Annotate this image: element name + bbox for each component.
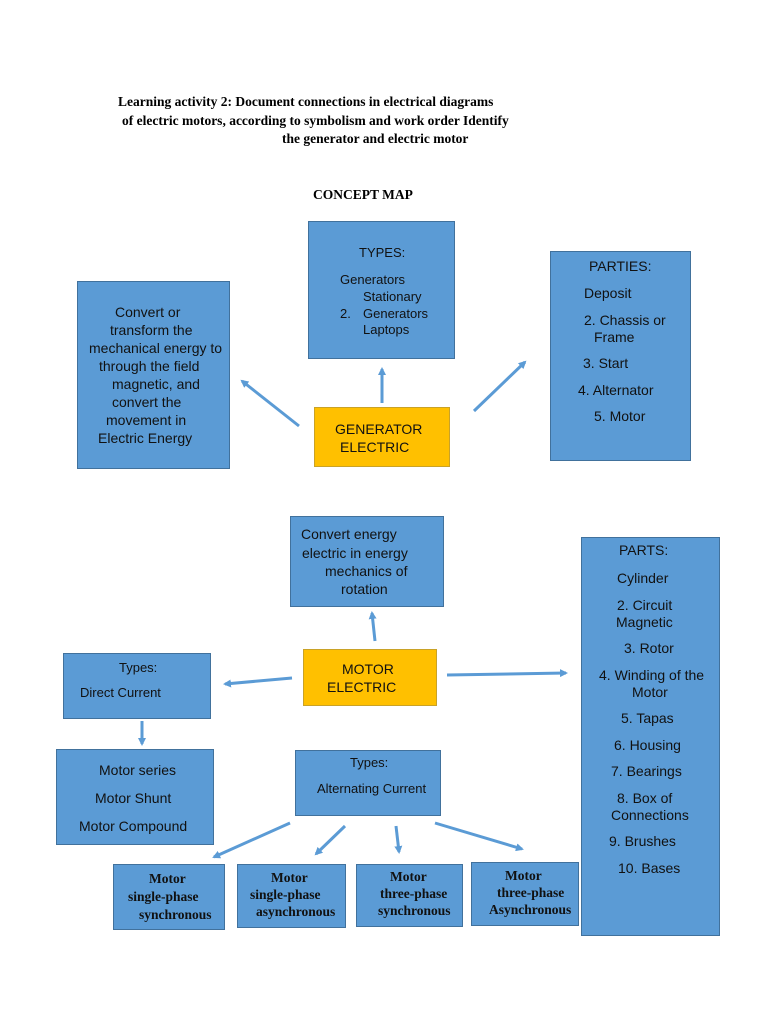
dc-motor-item: Motor Shunt: [95, 790, 172, 806]
generator-types-box: TYPES: Generators Stationary 2. Generato…: [308, 221, 455, 359]
ac-types-heading: Types:: [350, 755, 389, 770]
generator-parties-item: 2. Chassis or: [584, 312, 666, 328]
ac-kind-line: synchronous: [378, 903, 451, 918]
generator-parties-box: PARTIES: Deposit 2. Chassis or Frame 3. …: [550, 251, 691, 461]
motor-single-phase-asynchronous-box: Motor single-phase asynchronous: [237, 864, 346, 928]
arrow-generator-to-parties: [472, 360, 527, 413]
generator-definition-line: movement in: [106, 412, 187, 428]
motor-definition-box: Convert energy electric in energy mechan…: [290, 516, 444, 607]
generator-definition-line: mechanical energy to: [89, 340, 223, 356]
arrow-ac-to-single-async: [314, 824, 347, 856]
motor-three-phase-asynchronous-box: Motor three-phase Asynchronous: [471, 862, 579, 926]
motor-parts-item: 4. Winding of the: [599, 667, 705, 683]
generator-center-label: GENERATOR: [335, 421, 423, 437]
generator-types-item-number: 2.: [340, 306, 351, 321]
motor-parts-item: 2. Circuit: [617, 597, 673, 613]
motor-parts-item: Cylinder: [617, 570, 669, 586]
arrow-motor-to-dc-types: [223, 676, 293, 688]
title-line-2: of electric motors, according to symboli…: [122, 113, 509, 128]
generator-types-item: Stationary: [363, 289, 422, 304]
motor-three-phase-synchronous-box: Motor three-phase synchronous: [356, 864, 463, 927]
arrow-generator-to-definition: [240, 379, 300, 428]
ac-kind-line: single-phase: [250, 887, 321, 902]
generator-electric-box: GENERATOR ELECTRIC: [314, 407, 450, 467]
motor-parts-box: PARTS: Cylinder 2. Circuit Magnetic 3. R…: [581, 537, 720, 936]
motor-parts-item: Motor: [632, 684, 668, 700]
dc-motor-item: Motor Compound: [79, 818, 188, 834]
dc-types-value: Direct Current: [80, 685, 161, 700]
generator-parties-heading: PARTIES:: [589, 258, 652, 274]
dc-motor-item: Motor series: [99, 762, 177, 778]
arrow-motor-to-parts: [446, 669, 568, 678]
motor-center-label: MOTOR: [342, 661, 394, 677]
dc-motor-list-box: Motor series Motor Shunt Motor Compound: [56, 749, 214, 845]
generator-parties-item: 5. Motor: [594, 408, 646, 424]
ac-kind-line: Motor: [505, 868, 542, 883]
ac-kind-line: asynchronous: [256, 904, 336, 919]
title-line-1: Learning activity 2: Document connection…: [118, 94, 494, 109]
motor-parts-item: 6. Housing: [614, 737, 681, 753]
generator-parties-item: 3. Start: [583, 355, 629, 371]
motor-parts-item: 7. Bearings: [611, 763, 682, 779]
ac-kind-line: synchronous: [139, 907, 212, 922]
generator-definition-line: Convert or: [115, 304, 181, 320]
generator-parties-item: 4. Alternator: [578, 382, 654, 398]
motor-parts-item: Magnetic: [616, 614, 673, 630]
ac-types-box: Types: Alternating Current: [295, 750, 441, 816]
ac-kind-line: three-phase: [380, 886, 448, 901]
ac-kind-line: Motor: [390, 869, 427, 884]
motor-definition-line: electric in energy: [302, 545, 408, 561]
motor-single-phase-synchronous-box: Motor single-phase synchronous: [113, 864, 225, 930]
ac-kind-line: Motor: [271, 870, 308, 885]
generator-parties-item: Frame: [594, 329, 635, 345]
motor-parts-item: 3. Rotor: [624, 640, 674, 656]
generator-types-item: Generators: [363, 306, 429, 321]
motor-parts-item: 8. Box of: [617, 790, 673, 806]
title-line-3: the generator and electric motor: [282, 131, 469, 146]
motor-definition-line: Convert energy: [301, 526, 397, 542]
motor-electric-box: MOTOR ELECTRIC: [303, 649, 437, 706]
ac-kind-line: three-phase: [497, 885, 565, 900]
generator-types-item: Generators: [340, 272, 406, 287]
motor-center-label: ELECTRIC: [327, 679, 397, 695]
concept-map-label: CONCEPT MAP: [313, 187, 413, 202]
dc-types-box: Types: Direct Current: [63, 653, 211, 719]
generator-parties-item: Deposit: [584, 285, 632, 301]
dc-types-heading: Types:: [119, 660, 158, 675]
generator-definition-line: transform the: [110, 322, 193, 338]
generator-types-item: Laptops: [363, 322, 410, 337]
motor-parts-item: 9. Brushes: [609, 833, 676, 849]
generator-center-label: ELECTRIC: [340, 439, 410, 455]
ac-types-value: Alternating Current: [317, 781, 427, 796]
ac-kind-line: single-phase: [128, 889, 199, 904]
generator-definition-line: Electric Energy: [98, 430, 193, 446]
motor-parts-item: 10. Bases: [618, 860, 681, 876]
arrow-ac-to-three-async: [434, 821, 524, 852]
arrow-motor-to-definition: [368, 611, 377, 642]
motor-parts-item: Connections: [611, 807, 689, 823]
ac-kind-line: Motor: [149, 871, 186, 886]
generator-definition-line: magnetic, and: [112, 376, 200, 392]
ac-kind-line: Asynchronous: [489, 902, 572, 917]
motor-parts-heading: PARTS:: [619, 542, 669, 558]
arrow-ac-to-three-sync: [394, 825, 403, 854]
generator-definition-line: through the field: [99, 358, 200, 374]
motor-definition-line: rotation: [341, 581, 388, 597]
generator-definition-line: convert the: [112, 394, 182, 410]
arrow-ac-to-single-sync: [212, 821, 291, 859]
generator-definition-box: Convert or transform the mechanical ener…: [77, 281, 230, 469]
motor-parts-item: 5. Tapas: [621, 710, 674, 726]
generator-types-heading: TYPES:: [359, 245, 406, 260]
motor-definition-line: mechanics of: [325, 563, 408, 579]
